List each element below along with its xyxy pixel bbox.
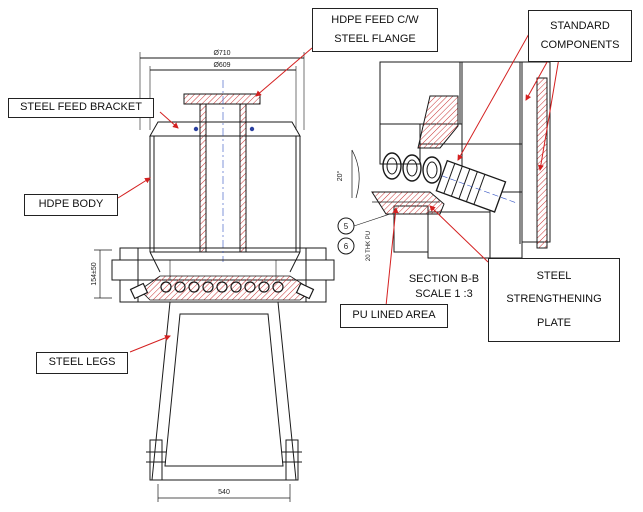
hdpe-feed-pipe	[183, 93, 261, 253]
strengthening-plate-callout: STEEL STRENGTHENING PLATE	[488, 258, 620, 342]
pu-lined-area-callout: PU LINED AREA	[340, 304, 448, 328]
steel-legs-callout: STEEL LEGS	[36, 352, 128, 374]
section-b-b	[337, 61, 551, 259]
main-assembly	[94, 52, 335, 502]
steel-feed-bracket-callout: STEEL FEED BRACKET	[8, 98, 154, 118]
base-height-dimension	[94, 249, 112, 299]
hdpe-feed-line2: STEEL FLANGE	[334, 33, 416, 45]
section-title-line1: SECTION B-B	[408, 273, 480, 285]
hdpe-body-callout: HDPE BODY	[24, 194, 118, 216]
balloon-5-label: 5	[344, 222, 349, 231]
steel-legs	[146, 301, 302, 481]
standard-component	[435, 159, 518, 213]
standard-line1: STANDARD	[550, 19, 610, 32]
inner-diameter-label: Ø609	[213, 62, 230, 69]
hdpe-feed-callout: HDPE FEED C/W STEEL FLANGE	[312, 8, 438, 52]
pu-thickness-label: 20 THK PU	[366, 231, 372, 261]
outlet-ring	[129, 275, 315, 301]
angle-label: 20°	[336, 171, 344, 182]
balloon-6-label: 6	[344, 242, 349, 251]
leg-width-label: 540	[218, 489, 230, 496]
outer-diameter-label: Ø710	[213, 50, 230, 57]
steel-feed-bracket	[149, 121, 301, 137]
hdpe-feed-line1: HDPE FEED C/W	[331, 13, 419, 26]
section-title: SECTION B-B SCALE 1 :3	[398, 272, 490, 302]
section-pipes	[382, 152, 442, 184]
leg-width-dimension	[157, 484, 291, 502]
leader-lines	[117, 31, 561, 353]
standard-components-callout: STANDARD COMPONENTS	[528, 10, 632, 62]
base-height-label: 154±50	[91, 262, 98, 285]
standard-line2: COMPONENTS	[540, 39, 620, 51]
section-scale: SCALE 1 :3	[415, 287, 473, 300]
hdpe-body	[149, 136, 301, 273]
